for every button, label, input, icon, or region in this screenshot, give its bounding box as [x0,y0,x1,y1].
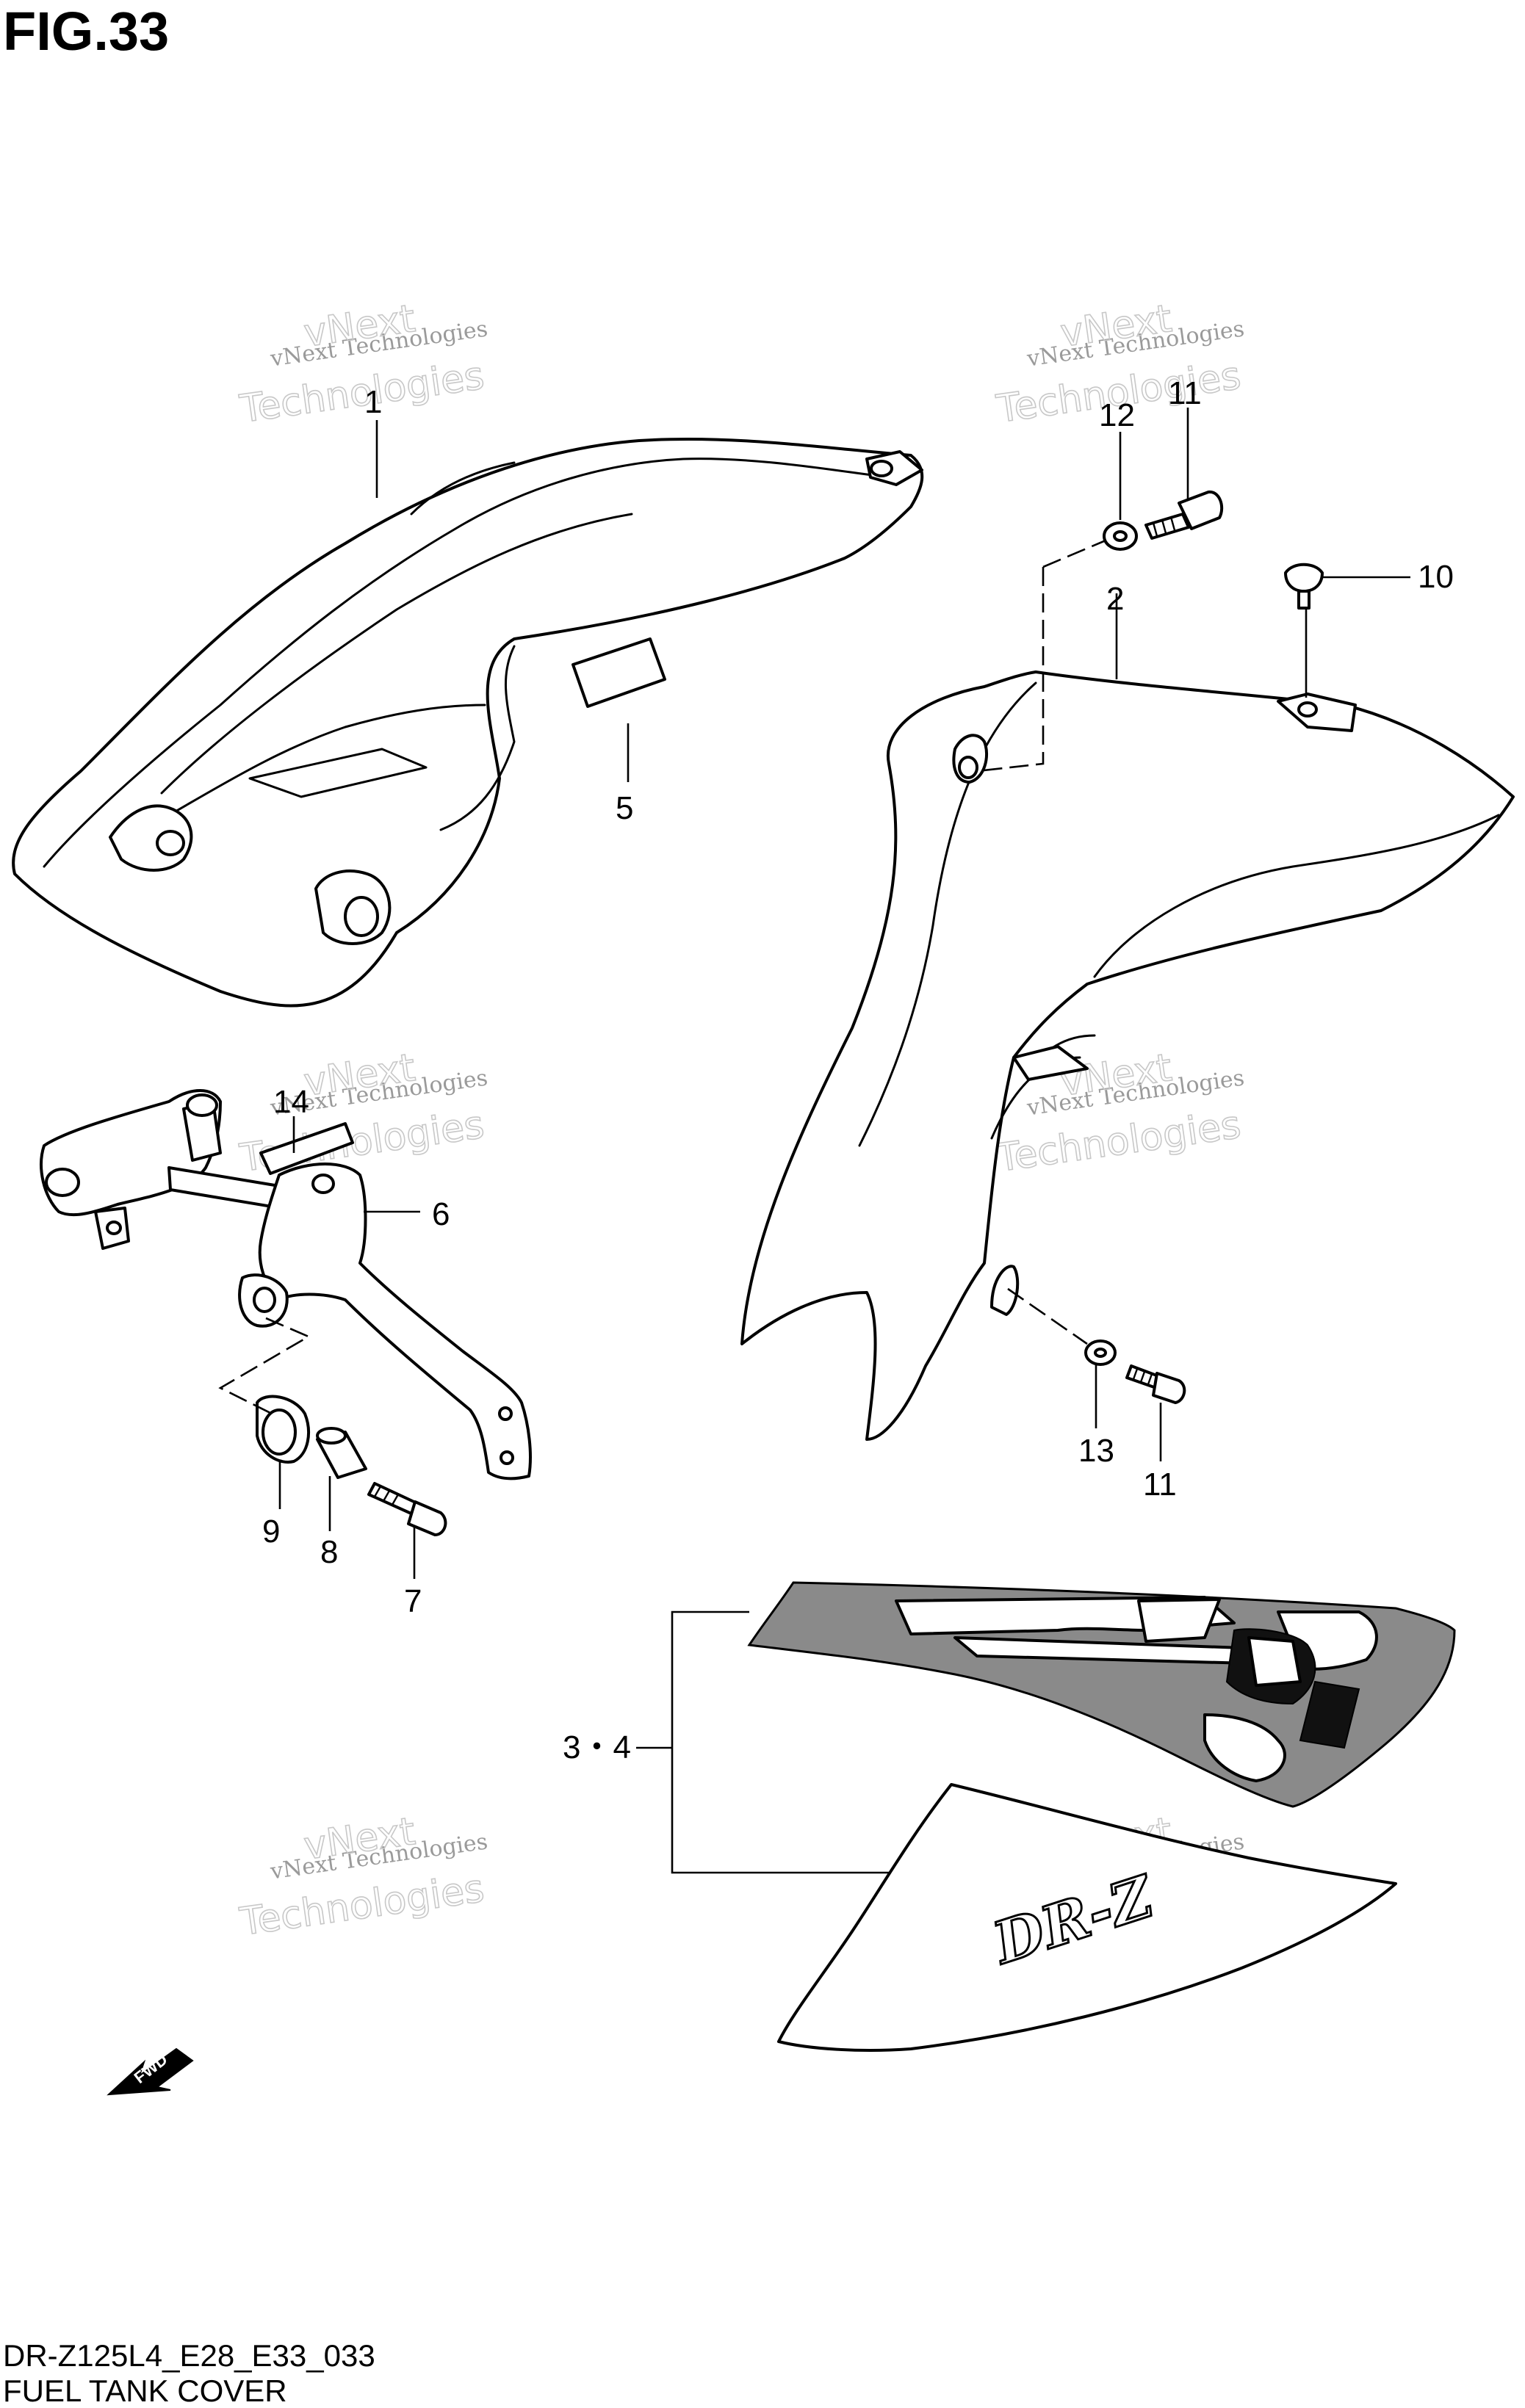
callout-13: 13 [1078,1433,1114,1469]
part-2-right-shroud [740,670,1515,1441]
part-7-bolt [367,1482,447,1536]
dashed-alignment-lines [218,539,1106,1415]
leader-lines [278,408,1410,1874]
part-3-4-decal-upper [747,1581,1456,1808]
callout-8: 8 [320,1534,338,1570]
callout-12: 12 [1099,397,1135,433]
callout-11-bottom: 11 [1143,1467,1177,1503]
callout-11-top: 11 [1168,375,1202,411]
part-8-collar [316,1427,367,1479]
callout-1: 1 [364,384,382,420]
part-3-4-decal-lower: DR-Z [777,1783,1397,2052]
part-11-bolt-top [1144,490,1224,540]
callout-10: 10 [1418,559,1454,595]
callouts: 1 2 3・4 5 6 7 8 9 10 11 11 12 13 14 [262,375,1454,1765]
figure-code: DR-Z125L4_E28_E33_033 [3,2338,375,2373]
callout-9: 9 [262,1514,280,1550]
part-9-grommet [256,1395,310,1464]
callout-5: 5 [616,790,633,826]
part-14-cushion [259,1122,354,1175]
callout-7: 7 [404,1583,422,1619]
part-12-washer [1103,521,1138,551]
part-10-clip [1284,563,1324,610]
callout-2: 2 [1106,581,1124,617]
callout-3-4: 3・4 [563,1729,631,1765]
part-6-bracket [40,1089,532,1480]
figure-title: FUEL TANK COVER [3,2373,287,2408]
figure-number: FIG.33 [3,1,169,62]
part-5-pad [572,637,666,708]
fwd-arrow-icon: FWD [107,2047,194,2096]
part-11-bolt-bottom [1125,1364,1186,1404]
callout-6: 6 [432,1196,450,1232]
callout-14: 14 [273,1084,309,1120]
part-1-left-shroud [12,438,924,1008]
part-13-washer [1084,1339,1117,1366]
